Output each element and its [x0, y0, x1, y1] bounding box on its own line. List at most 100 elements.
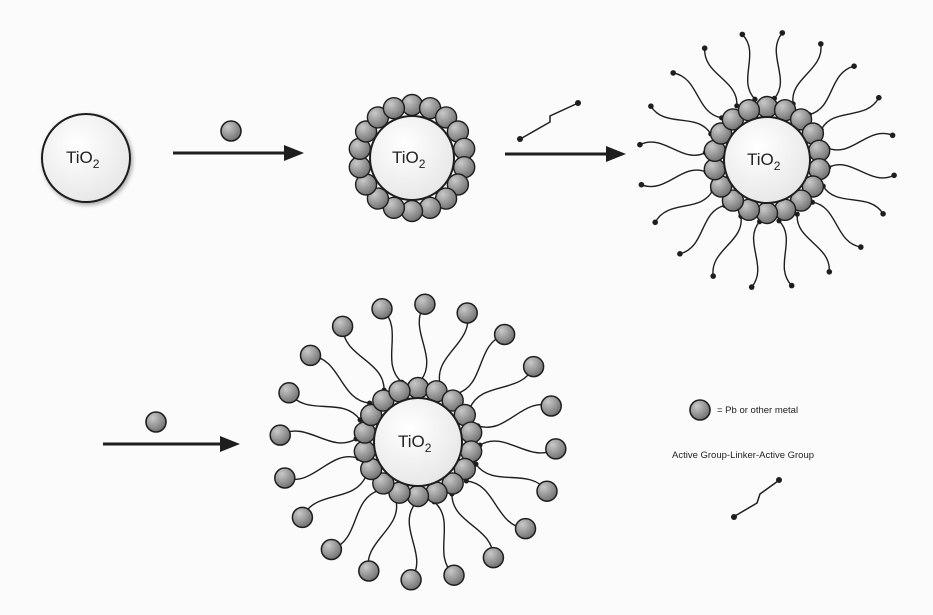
linker-chain — [640, 142, 706, 155]
linker-chain — [439, 313, 468, 384]
active-group-dot — [749, 284, 755, 290]
metal-particle — [546, 439, 566, 459]
linker-chain — [409, 504, 417, 580]
metal-particle — [516, 519, 536, 539]
metal-particle — [408, 378, 429, 399]
metal-particle — [321, 540, 341, 560]
linker-chain — [280, 431, 356, 443]
linker-chain — [311, 355, 370, 403]
linker-chain — [480, 441, 556, 453]
metal-particle — [461, 422, 482, 443]
active-group-dot — [789, 283, 795, 289]
linker-chain — [302, 476, 366, 518]
linker-chain — [419, 304, 427, 380]
metal-particle — [537, 481, 557, 501]
linker-chain — [779, 221, 792, 286]
metal-particle — [757, 203, 778, 224]
metal-particle — [541, 396, 561, 416]
linker-chain — [809, 66, 854, 114]
metal-particle — [301, 345, 321, 365]
metal-particle — [757, 97, 778, 118]
linker-chain — [673, 73, 721, 118]
metal-particle — [401, 570, 421, 590]
linker-chain — [452, 494, 494, 558]
metal-particle — [372, 299, 392, 319]
active-group-dot — [780, 30, 786, 36]
step-3-arrow — [103, 412, 240, 452]
active-group-dot — [670, 70, 676, 76]
metal-particle — [524, 357, 544, 377]
active-group-dot — [710, 273, 716, 279]
metal-particle — [354, 441, 375, 462]
step-2-arrow — [505, 100, 626, 162]
linker-chain — [713, 216, 741, 276]
linker-chain — [331, 490, 379, 549]
active-group-dot — [740, 32, 746, 38]
metal-particle — [420, 197, 441, 218]
metal-particle — [292, 507, 312, 527]
step-1-arrow — [173, 121, 304, 161]
metal-particle — [483, 548, 503, 568]
linker-chain — [470, 367, 534, 409]
metal-particle — [415, 294, 435, 314]
linker-chain — [457, 335, 505, 394]
active-group-dot — [637, 142, 643, 148]
active-group-dot — [652, 220, 658, 226]
linker-chain — [343, 326, 385, 390]
metal-particle — [402, 201, 423, 222]
linker-icon — [517, 100, 581, 142]
metal-particle-icon — [146, 412, 166, 432]
linker-chain — [812, 202, 860, 247]
metal-particle-icon — [690, 400, 710, 420]
metal-particle — [279, 383, 299, 403]
linker-chain — [705, 48, 737, 106]
linker-chain — [476, 464, 547, 491]
stage-4-metal-capped-core: TiO2 — [270, 294, 566, 590]
metal-particle — [408, 486, 429, 507]
active-group-dot — [880, 211, 886, 217]
stage-3-linker-functionalized-core: TiO2 — [637, 30, 897, 290]
arrow-head — [284, 145, 304, 161]
legend-linker-label: Active Group-Linker-Active Group — [672, 450, 814, 461]
linker-chain — [466, 481, 525, 529]
linker-chain — [821, 98, 879, 130]
stage-2-metal-coated-core: TiO2 — [349, 95, 474, 222]
metal-particle — [457, 303, 477, 323]
stage-1-bare-core: TiO2 — [42, 114, 130, 202]
metal-particle — [275, 468, 295, 488]
metal-particle — [270, 425, 290, 445]
linker-chain — [742, 34, 755, 99]
linker-chain — [829, 165, 895, 178]
linker-chain — [289, 393, 360, 420]
active-group-dot — [677, 251, 683, 257]
linker-chain — [793, 44, 821, 104]
active-group-dot — [891, 173, 897, 179]
linker-chain — [752, 222, 760, 288]
active-group-dot — [639, 182, 645, 188]
metal-particle — [495, 325, 515, 345]
linker-chain — [774, 33, 782, 99]
arrow-head — [220, 436, 240, 452]
linker-chain — [478, 405, 551, 428]
linker-chain — [368, 500, 397, 571]
linker-chain — [797, 214, 829, 272]
linker-chain — [823, 186, 883, 214]
metal-particle — [333, 316, 353, 336]
legend-metal-label: = Pb or other metal — [717, 405, 798, 416]
linker-chain — [655, 190, 713, 222]
active-group-dot — [876, 95, 882, 101]
legend: = Pb or other metal Active Group-Linker-… — [672, 400, 814, 520]
linker-chain — [382, 309, 402, 382]
active-group-dot — [702, 45, 708, 51]
arrow-head — [606, 146, 626, 162]
linker-chain — [651, 106, 711, 134]
metal-particle — [383, 98, 404, 119]
linker-chain — [828, 133, 893, 150]
metal-particle-icon — [221, 121, 241, 141]
linker-chain — [285, 457, 358, 480]
metal-particle — [444, 565, 464, 585]
active-group-dot — [858, 244, 864, 250]
active-group-dot — [818, 41, 824, 47]
